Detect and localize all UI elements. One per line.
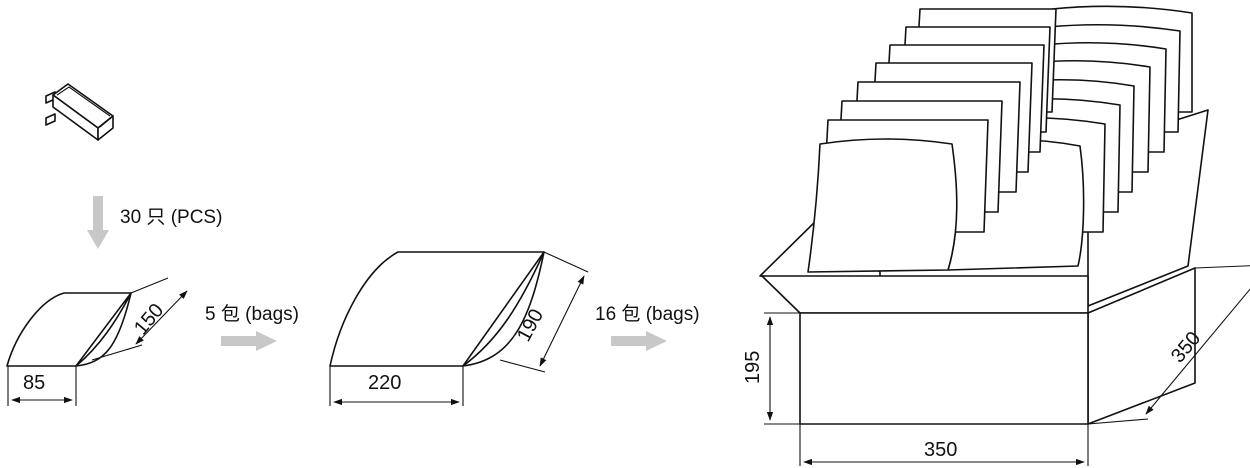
bag-stack-left [807, 8, 1057, 273]
step-packs-per-carton: 16 包 (bags) [595, 303, 700, 325]
carton [759, 5, 1209, 425]
product-icon [45, 83, 114, 141]
large-bag [329, 251, 545, 367]
small-bag-width: 85 [23, 372, 45, 394]
down-arrow-icon [87, 196, 109, 249]
large-bag-width: 220 [368, 372, 401, 394]
right-arrow-icon [221, 331, 277, 351]
small-bag [6, 292, 132, 367]
step-bags-per-pack: 5 包 (bags) [205, 303, 299, 325]
small-bag-depth: 150 [130, 300, 168, 340]
carton-width: 350 [924, 439, 957, 461]
step-pcs-per-bag: 30 只 (PCS) [120, 207, 222, 228]
right-arrow-icon [611, 331, 667, 351]
carton-height: 195 [742, 351, 764, 384]
